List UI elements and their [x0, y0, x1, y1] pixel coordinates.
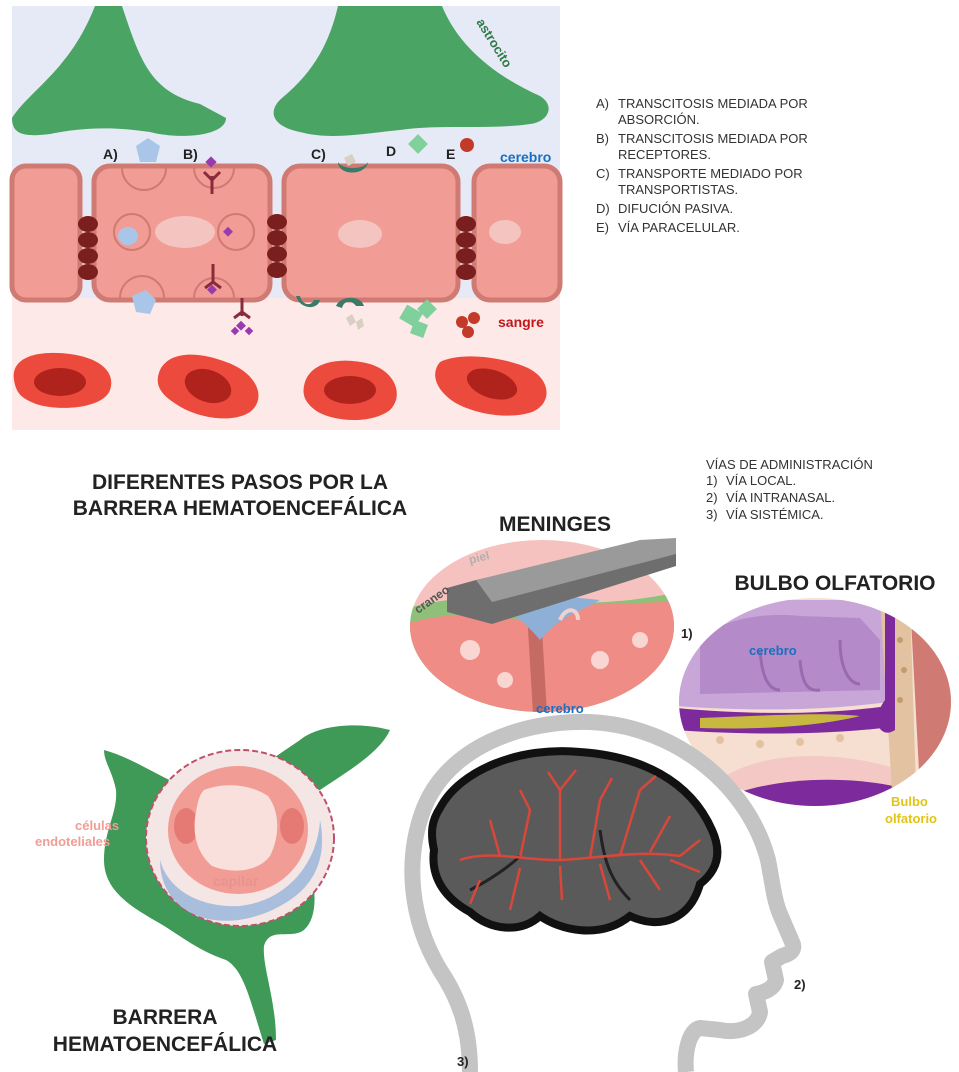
pathway-label-d: D [386, 143, 396, 159]
olfactory-bulb-label-line1: Bulbo [891, 794, 928, 809]
legend-key: C) [596, 166, 618, 198]
legend-text: VÍA SISTÉMICA. [726, 507, 946, 523]
paracellular-molecule-e [456, 316, 468, 328]
pathway-label-b: B) [183, 146, 198, 162]
olfactory-bulb-label-line2: olfatorio [885, 811, 937, 826]
brain [432, 751, 717, 930]
bulb-brain-label: cerebro [749, 643, 797, 658]
capillary-label: capilar [213, 873, 259, 889]
nasal-cavity-label: Cavidad nasal [781, 780, 868, 795]
pathway-label-e: E [446, 146, 455, 162]
bbb-cross-section-panel: astrocito cerebro sangre A) B) C) D E [12, 6, 560, 430]
legend-text: TRANSPORTE MEDIADO POR TRANSPORTISTAS. [618, 166, 876, 198]
pathway-label-c: C) [311, 146, 326, 162]
capillary-lumen [195, 785, 278, 870]
route-marker-3: 3) [457, 1054, 469, 1069]
legend-item: C)TRANSPORTE MEDIADO POR TRANSPORTISTAS. [596, 166, 876, 198]
legend-item: E)VÍA PARACELULAR. [596, 220, 876, 236]
paracellular-molecule-e [462, 326, 474, 338]
meninges-title: MENINGES [470, 513, 640, 537]
nucleus [155, 216, 215, 248]
legend-item: D)DIFUCIÓN PASIVA. [596, 201, 876, 217]
endothelial-nucleus [280, 808, 304, 844]
transport-pathways-legend: A)TRANSCITOSIS MEDIADA POR ABSORCIÓN. B)… [596, 96, 876, 239]
administration-routes-legend: VÍAS DE ADMINISTRACIÓN 1)VÍA LOCAL. 2)VÍ… [706, 457, 946, 524]
endothelial-cell-1 [12, 166, 80, 300]
route-marker-1: 1) [681, 626, 693, 641]
legend-text: VÍA LOCAL. [726, 473, 946, 489]
route-marker-2: 2) [794, 977, 806, 992]
nucleus [338, 220, 382, 248]
absorptive-cargo [118, 227, 138, 245]
administration-heading: VÍAS DE ADMINISTRACIÓN [706, 457, 946, 473]
bbb-capillary-diagram: células endoteliales capilar [35, 725, 390, 1044]
meninges-inset: piel craneo cerebro [400, 530, 690, 730]
olfactory-bulb-inset: cerebro Cavidad nasal Bulbo olfatorio [676, 596, 956, 826]
meninges-brain-label: cerebro [536, 701, 584, 716]
legend-key: D) [596, 201, 618, 217]
paracellular-molecule-e [460, 138, 474, 152]
endothelial-label-line2: endoteliales [35, 834, 110, 849]
legend-text: VÍA INTRANASAL. [726, 490, 946, 506]
legend-key: 3) [706, 507, 726, 523]
legend-key: B) [596, 131, 618, 163]
legend-item: 2)VÍA INTRANASAL. [706, 490, 946, 506]
endothelial-label-line1: células [75, 818, 119, 833]
legend-key: 1) [706, 473, 726, 489]
endothelial-nucleus [174, 808, 198, 844]
paracellular-molecule-e [468, 312, 480, 324]
blood-side-label: sangre [498, 314, 544, 330]
legend-text: VÍA PARACELULAR. [618, 220, 876, 236]
legend-item: B)TRANSCITOSIS MEDIADA POR RECEPTORES. [596, 131, 876, 163]
legend-item: A)TRANSCITOSIS MEDIADA POR ABSORCIÓN. [596, 96, 876, 128]
legend-key: A) [596, 96, 618, 128]
blood-brain-barrier-title: BARRERA HEMATOENCEFÁLICA [0, 1004, 330, 1058]
legend-item: 3)VÍA SISTÉMICA. [706, 507, 946, 523]
main-title: DIFERENTES PASOS POR LA BARRERA HEMATOEN… [60, 470, 420, 522]
brain-side-label: cerebro [500, 149, 551, 165]
legend-key: E) [596, 220, 618, 236]
legend-text: DIFUCIÓN PASIVA. [618, 201, 876, 217]
nucleus [489, 220, 521, 244]
olfactory-bulb-title: BULBO OLFATORIO [705, 572, 959, 596]
legend-item: 1)VÍA LOCAL. [706, 473, 946, 489]
pathway-label-a: A) [103, 146, 118, 162]
legend-key: 2) [706, 490, 726, 506]
legend-text: TRANSCITOSIS MEDIADA POR ABSORCIÓN. [618, 96, 876, 128]
legend-text: TRANSCITOSIS MEDIADA POR RECEPTORES. [618, 131, 876, 163]
